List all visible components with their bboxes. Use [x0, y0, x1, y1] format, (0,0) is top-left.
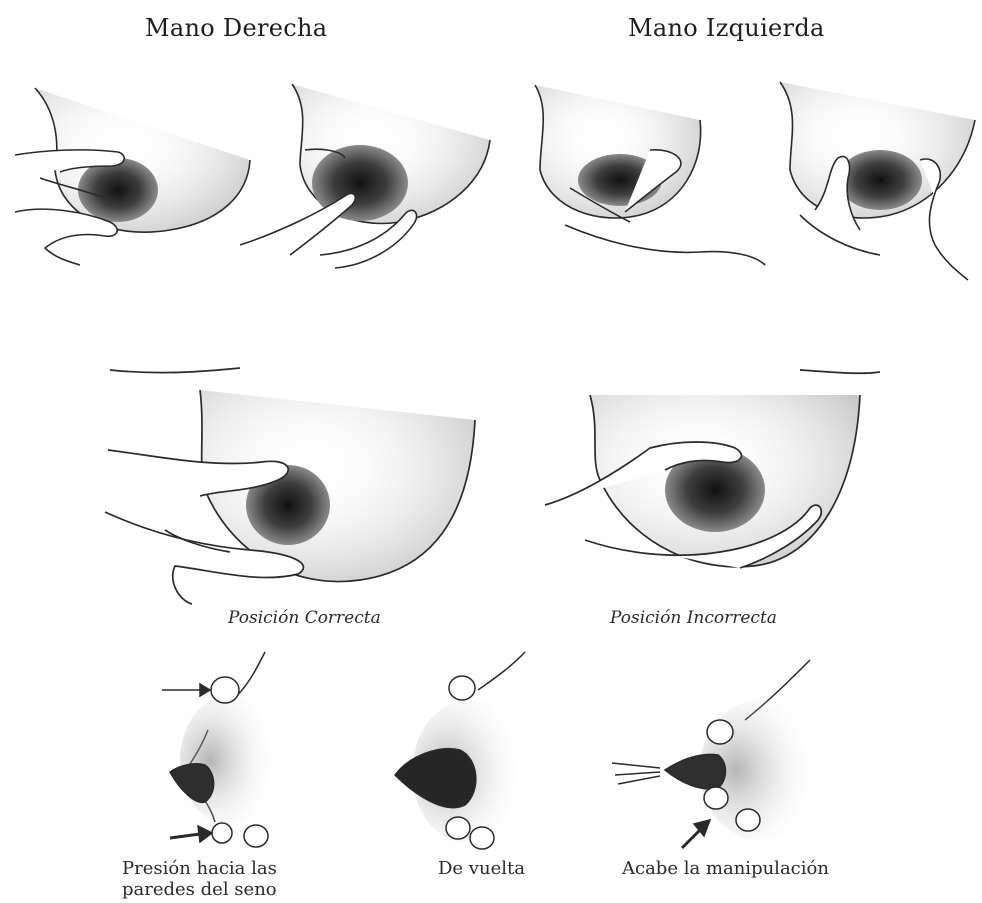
caption-step-finish: Acabe la manipulación [622, 858, 882, 879]
step-roll-figure [395, 652, 528, 849]
incorrect-position-figure [545, 370, 880, 568]
caption-step-roll: De vuelta [438, 858, 558, 879]
caption-correct-position: Posición Correcta [228, 608, 438, 629]
caption-step-press-line2: paredes del seno [122, 879, 322, 900]
right-hand-figure-2 [240, 84, 490, 268]
step-finish-figure [612, 660, 820, 848]
caption-step-press: Presión hacia las paredes del seno [122, 858, 322, 900]
step-press-figure [162, 652, 280, 847]
caption-incorrect-position: Posición Incorrecta [610, 608, 840, 629]
left-hand-figure-1 [535, 85, 765, 265]
right-hand-figure-1 [15, 88, 250, 265]
caption-step-press-line1: Presión hacia las [122, 858, 322, 879]
left-hand-figure-2 [780, 82, 975, 280]
correct-position-figure [105, 368, 475, 604]
